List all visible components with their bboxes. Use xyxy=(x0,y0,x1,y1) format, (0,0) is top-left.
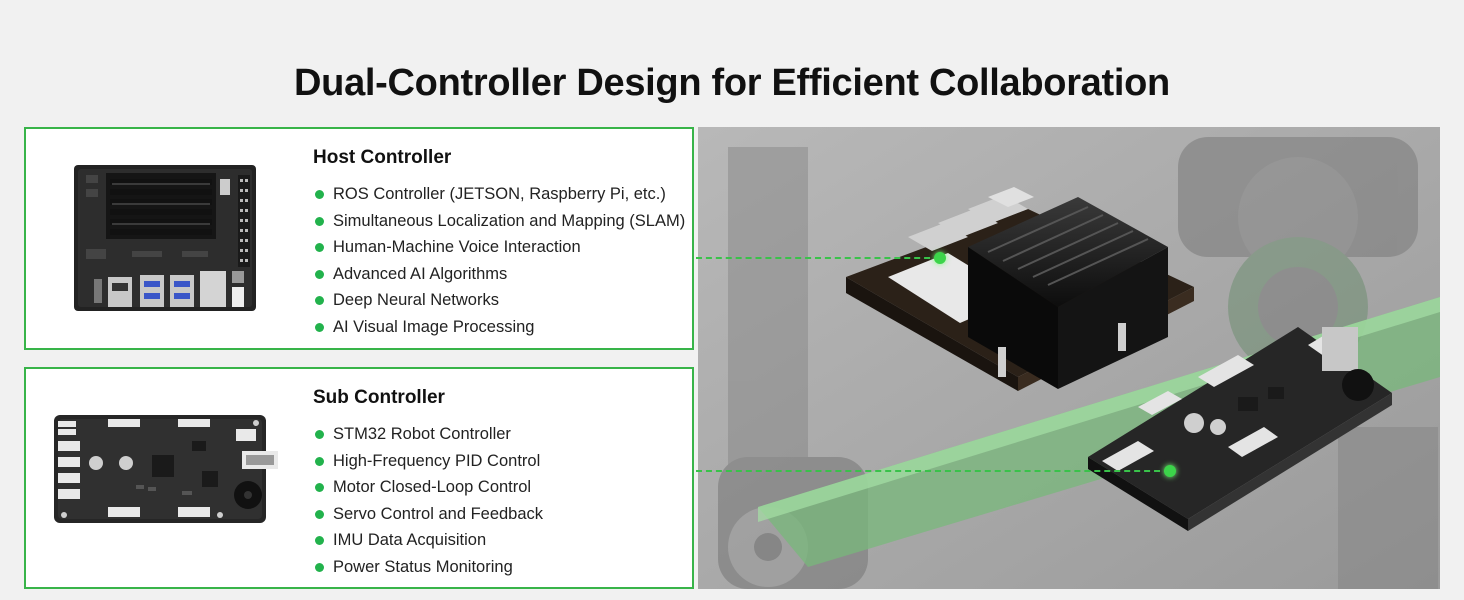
list-item: Motor Closed-Loop Control xyxy=(313,474,543,501)
host-controller-panel: Host Controller ROS Controller (JETSON, … xyxy=(24,127,694,350)
bullet-icon xyxy=(315,322,324,332)
list-item: Simultaneous Localization and Mapping (S… xyxy=(313,208,685,235)
bullet-icon xyxy=(315,536,324,546)
bullet-icon xyxy=(315,269,324,279)
list-item: Servo Control and Feedback xyxy=(313,501,543,528)
host-controller-heading: Host Controller xyxy=(313,147,452,168)
host-controller-board-image xyxy=(74,165,256,311)
list-item: AI Visual Image Processing xyxy=(313,314,685,341)
host-connector-dot xyxy=(934,252,946,264)
list-item: IMU Data Acquisition xyxy=(313,527,543,554)
sub-feature-list: STM32 Robot Controller High-Frequency PI… xyxy=(313,421,543,581)
sub-controller-heading: Sub Controller xyxy=(313,387,445,408)
sub-controller-board-image xyxy=(54,415,278,523)
robot-scene-image xyxy=(698,127,1440,589)
bullet-icon xyxy=(315,296,324,306)
bullet-icon xyxy=(315,190,324,199)
list-item: Deep Neural Networks xyxy=(313,287,685,314)
page-title: Dual-Controller Design for Efficient Col… xyxy=(294,62,1170,104)
sub-connector-line xyxy=(696,470,1170,472)
list-item: ROS Controller (JETSON, Raspberry Pi, et… xyxy=(313,181,685,208)
bullet-icon xyxy=(315,216,324,226)
bullet-icon xyxy=(315,509,324,519)
list-item: Human-Machine Voice Interaction xyxy=(313,234,685,261)
host-connector-line xyxy=(696,257,940,259)
list-item: High-Frequency PID Control xyxy=(313,448,543,475)
bullet-icon xyxy=(315,430,324,439)
list-item: Power Status Monitoring xyxy=(313,554,543,581)
bullet-icon xyxy=(315,562,324,572)
bullet-icon xyxy=(315,456,324,466)
host-feature-list: ROS Controller (JETSON, Raspberry Pi, et… xyxy=(313,181,685,341)
bullet-icon xyxy=(315,243,324,253)
sub-controller-panel: Sub Controller STM32 Robot Controller Hi… xyxy=(24,367,694,589)
bullet-icon xyxy=(315,483,324,493)
sub-connector-dot xyxy=(1164,465,1176,477)
list-item: STM32 Robot Controller xyxy=(313,421,543,448)
list-item: Advanced AI Algorithms xyxy=(313,261,685,288)
